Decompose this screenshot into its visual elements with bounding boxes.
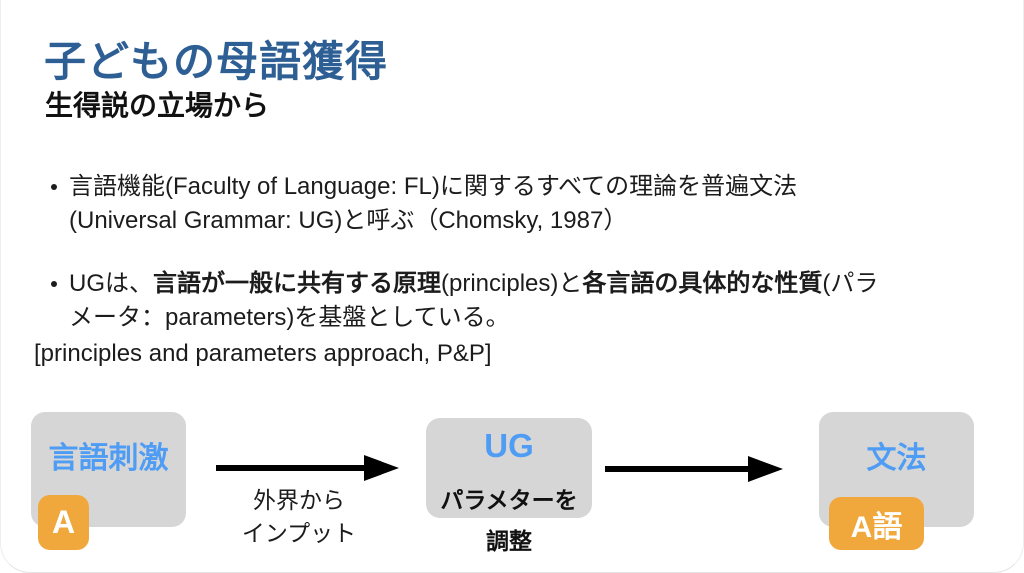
box-grammar-label: 文法 — [866, 442, 927, 475]
page-title: 子どもの母語獲得 — [44, 38, 389, 85]
bullet2-text: (パラ — [822, 270, 879, 297]
bullet1-line2: (Universal Grammar: UG)と呼ぶ（Chomsky, 1987… — [69, 207, 628, 234]
input-arrow-label-line1: 外界から — [253, 487, 345, 513]
box-ug-note-line1: パラメターを — [440, 487, 578, 513]
arrow-right-icon — [605, 456, 783, 482]
bullet1-line1: 言語機能(Faculty of Language: FL)に関するすべての理論を… — [69, 173, 798, 200]
bullet2-text: UGは、 — [69, 270, 153, 297]
box-language-stimulus-label: 言語刺激 — [48, 442, 169, 475]
bullet-text: 言語機能(Faculty of Language: FL)に関するすべての理論を… — [69, 170, 797, 238]
page-subtitle: 生得説の立場から — [45, 90, 270, 121]
bullet-faculty-of-language: 言語機能(Faculty of Language: FL)に関するすべての理論を… — [45, 170, 797, 238]
box-ug-label: UG — [484, 427, 534, 464]
bullet2-bold-parameters: 各言語の具体的な性質 — [582, 270, 823, 297]
bullet-text: UGは、言語が一般に共有する原理(principles)と各言語の具体的な性質(… — [69, 267, 878, 335]
bullet2-bold-principles: 言語が一般に共有する原理 — [153, 270, 441, 297]
bullet-dot — [51, 281, 57, 287]
bullet2-text: (principles)と — [441, 270, 583, 297]
bullet2-line2: メータ：parameters)を基盤としている。 — [69, 304, 510, 331]
arrow-right-icon — [216, 455, 399, 481]
box-ug-note-line2: 調整 — [486, 528, 532, 554]
pnp-note: [principles and parameters approach, P&P… — [34, 340, 492, 367]
badge-a-language: A語 — [829, 497, 924, 550]
badge-a: A — [38, 495, 89, 550]
bullet-dot — [51, 184, 57, 190]
input-arrow-label-line2: インプット — [241, 520, 357, 546]
input-arrow-label: 外界から インプット — [224, 484, 374, 550]
bullet-ug-principles: UGは、言語が一般に共有する原理(principles)と各言語の具体的な性質(… — [45, 267, 878, 335]
box-ug: UG パラメターを — [426, 418, 592, 518]
